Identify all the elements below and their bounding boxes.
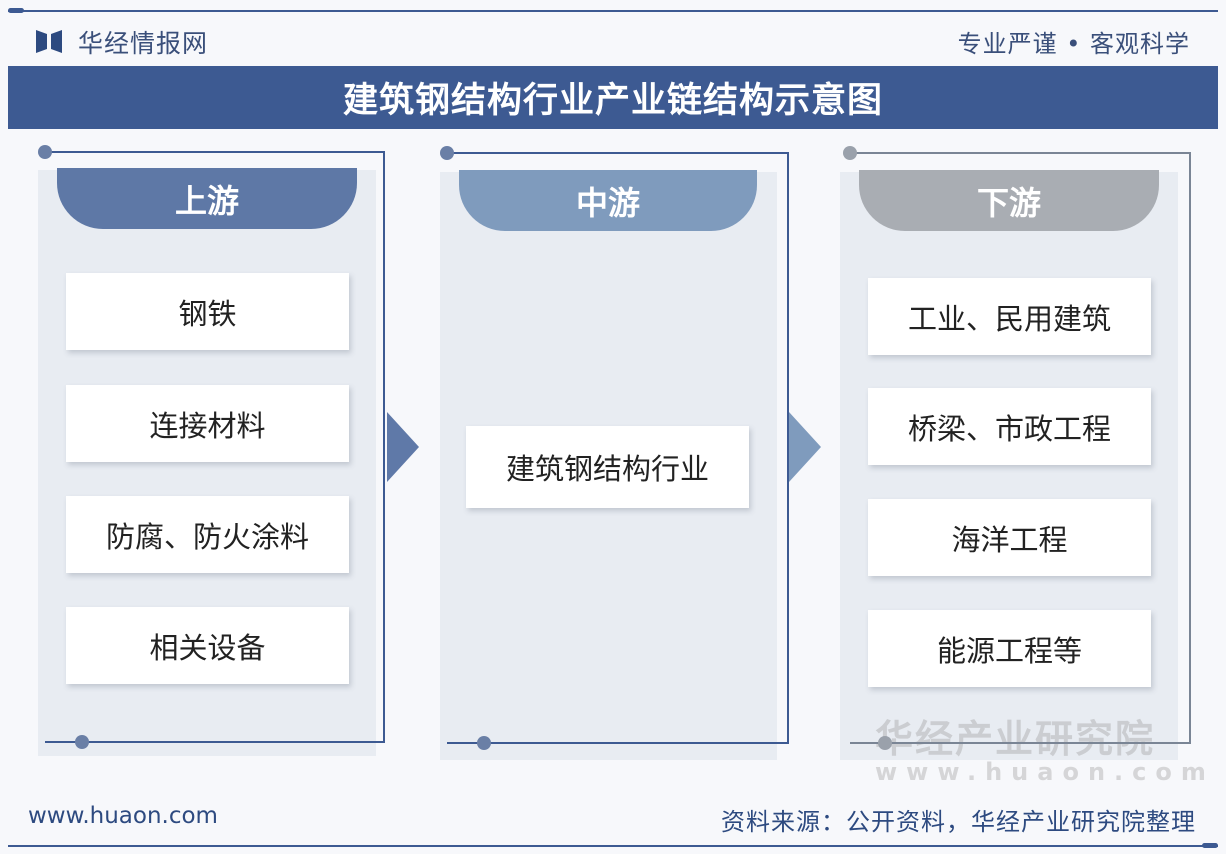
logo-icon bbox=[36, 30, 62, 53]
midstream-bracket bbox=[447, 152, 789, 744]
bottom-divider bbox=[8, 843, 1218, 848]
arrow-right-icon bbox=[387, 412, 419, 482]
brand-name: 华经情报网 bbox=[78, 29, 209, 58]
upstream-item: 连接材料 bbox=[66, 385, 349, 462]
arrow-right-icon bbox=[789, 412, 821, 482]
watermark-name: 华经产业研究院 bbox=[875, 717, 1156, 761]
downstream-item: 桥梁、市政工程 bbox=[868, 388, 1151, 465]
downstream-bracket bbox=[850, 152, 1191, 744]
bracket-dot bbox=[477, 736, 491, 750]
bracket-dot bbox=[38, 145, 52, 159]
top-divider bbox=[8, 8, 1218, 13]
slogan: 专业严谨 • 客观科学 bbox=[957, 30, 1190, 58]
footer-website: www.huaon.com bbox=[28, 803, 218, 829]
upstream-item: 相关设备 bbox=[66, 607, 349, 684]
bracket-dot bbox=[878, 736, 892, 750]
bracket-dot bbox=[75, 735, 89, 749]
downstream-item: 海洋工程 bbox=[868, 499, 1151, 576]
midstream-item: 建筑钢结构行业 bbox=[466, 426, 749, 508]
upstream-bracket bbox=[45, 151, 385, 743]
footer-source: 资料来源：公开资料，华经产业研究院整理 bbox=[721, 808, 1196, 836]
upstream-item: 钢铁 bbox=[66, 273, 349, 350]
downstream-item: 工业、民用建筑 bbox=[868, 278, 1151, 355]
bracket-dot bbox=[440, 146, 454, 160]
watermark-url: www.huaon.com bbox=[875, 758, 1215, 786]
midstream-header: 中游 bbox=[459, 170, 757, 231]
bracket-dot bbox=[843, 146, 857, 160]
title-bar: 建筑钢结构行业产业链结构示意图 bbox=[8, 66, 1218, 129]
upstream-item: 防腐、防火涂料 bbox=[66, 496, 349, 573]
upstream-header: 上游 bbox=[57, 168, 357, 229]
downstream-header: 下游 bbox=[859, 170, 1159, 231]
page-title: 建筑钢结构行业产业链结构示意图 bbox=[342, 80, 883, 121]
downstream-item: 能源工程等 bbox=[868, 610, 1151, 687]
